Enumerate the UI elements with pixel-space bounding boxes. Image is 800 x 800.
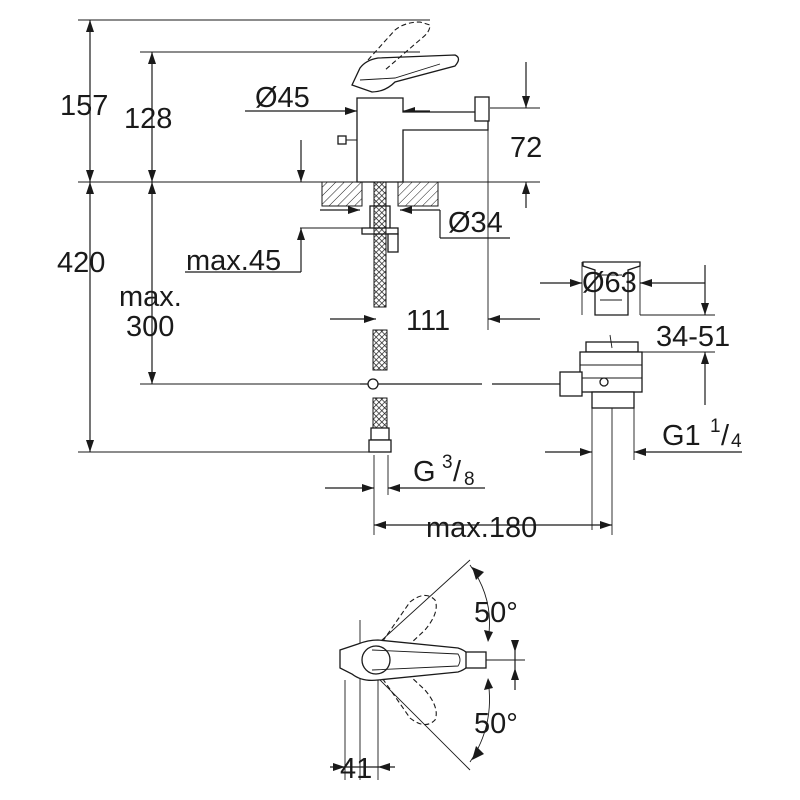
faucet-side-view [321,21,643,453]
svg-text:/: / [721,420,730,452]
dim-max-300-line2: 300 [126,311,174,343]
dim-128: 128 [124,103,172,135]
dim-max-45: max.45 [186,245,281,277]
dim-angle-50-front: 50° [474,708,518,740]
svg-text:3: 3 [442,452,453,473]
dim-max-180: max.180 [426,512,537,544]
svg-text:8: 8 [464,469,475,490]
svg-text:G: G [413,456,436,488]
svg-text:4: 4 [731,431,742,452]
dim-g1-1-4: G1 1 / 4 [662,416,742,452]
svg-text:G1: G1 [662,420,701,452]
dim-g-3-8: G 3 / 8 [413,452,475,490]
arrowheads [86,20,709,771]
dim-diameter-45: Ø45 [255,82,310,114]
dim-diameter-63: Ø63 [582,267,637,299]
dim-diameter-34: Ø34 [448,207,503,239]
dim-72: 72 [510,132,542,164]
faucet-plan-view [339,559,493,771]
dim-angle-50-back: 50° [474,597,518,629]
dim-34-51: 34-51 [656,321,730,353]
dim-420: 420 [57,247,105,279]
svg-text:/: / [453,456,462,488]
dim-157: 157 [60,90,108,122]
dim-111: 111 [406,305,450,337]
dimension-labels: 157 128 Ø45 72 Ø34 max.45 420 max. 300 1… [57,82,742,785]
dim-41: 41 [340,753,372,785]
svg-text:1: 1 [710,416,721,437]
dim-max-300-line1: max. [119,281,182,313]
